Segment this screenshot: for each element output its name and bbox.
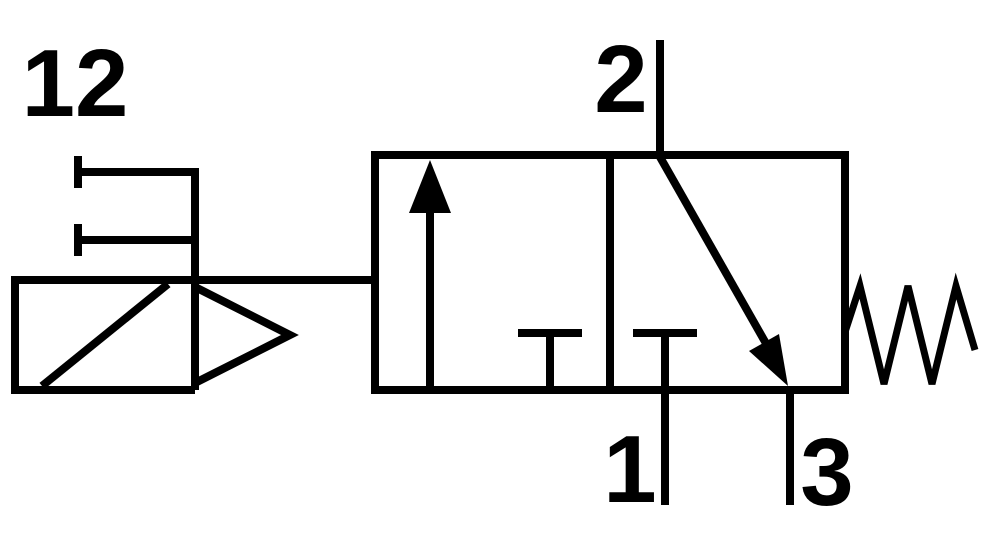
port-2-label: 2 xyxy=(594,26,647,133)
valve-position-right-box xyxy=(606,151,849,394)
valve-position-left-box xyxy=(371,151,614,394)
pilot-port-label: 12 xyxy=(22,30,129,137)
flow-arrow-diagonal-shaft xyxy=(656,155,772,349)
flow-arrow-diagonal xyxy=(656,155,788,386)
port-3-label: 3 xyxy=(800,419,853,526)
pilot-passage xyxy=(74,156,199,390)
port-lines xyxy=(656,40,794,505)
flow-arrow-diagonal-head xyxy=(749,334,788,386)
blocked-port-right xyxy=(633,329,697,390)
solenoid-actuator xyxy=(11,276,375,394)
port-1-label: 1 xyxy=(603,416,656,523)
flow-arrow-up xyxy=(409,160,451,389)
flow-arrow-up-head xyxy=(409,160,451,213)
solenoid-diagonal-line xyxy=(39,280,171,390)
blocked-port-left xyxy=(518,329,582,390)
spring-return-icon xyxy=(841,272,979,385)
valve-body xyxy=(371,151,849,394)
pilot-triangle-icon xyxy=(191,280,299,390)
